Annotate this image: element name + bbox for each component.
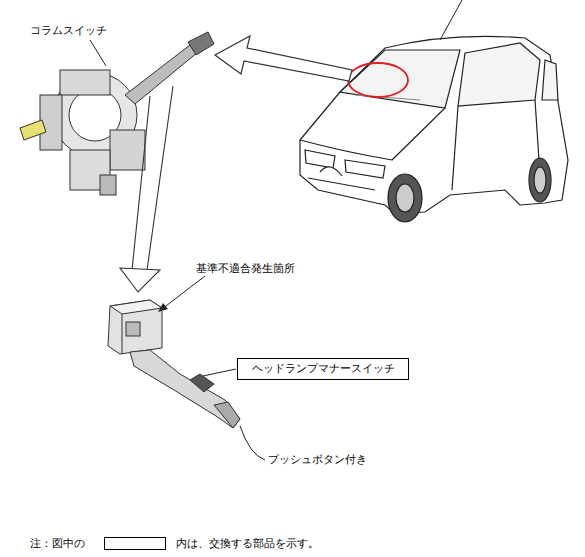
part-note: プッシュボタン付き [268, 453, 367, 466]
note-text: 注：図中の [30, 537, 85, 550]
part-name: ヘッドランプマナースイッチ [252, 362, 395, 375]
part-name: 基準不適合発生箇所 [196, 262, 295, 275]
legend-box [105, 538, 166, 550]
leader-arrow [162, 276, 205, 309]
leader-line [240, 426, 265, 460]
part-name: コラムスイッチ [30, 24, 107, 37]
column-switch [20, 32, 214, 195]
hollow-arrow [215, 36, 352, 81]
arrow-head [158, 303, 168, 312]
part-box: ヘッドランプマナースイッチ [237, 358, 409, 380]
car [300, 36, 568, 222]
hollow-arrow [120, 86, 173, 292]
switch-part [108, 300, 240, 428]
note-text: 内は、交換する部品を示す。 [176, 537, 319, 550]
leader-line [90, 40, 106, 66]
leader-line [440, 0, 462, 40]
highlight-circle [348, 63, 408, 97]
leader-line [203, 369, 236, 376]
